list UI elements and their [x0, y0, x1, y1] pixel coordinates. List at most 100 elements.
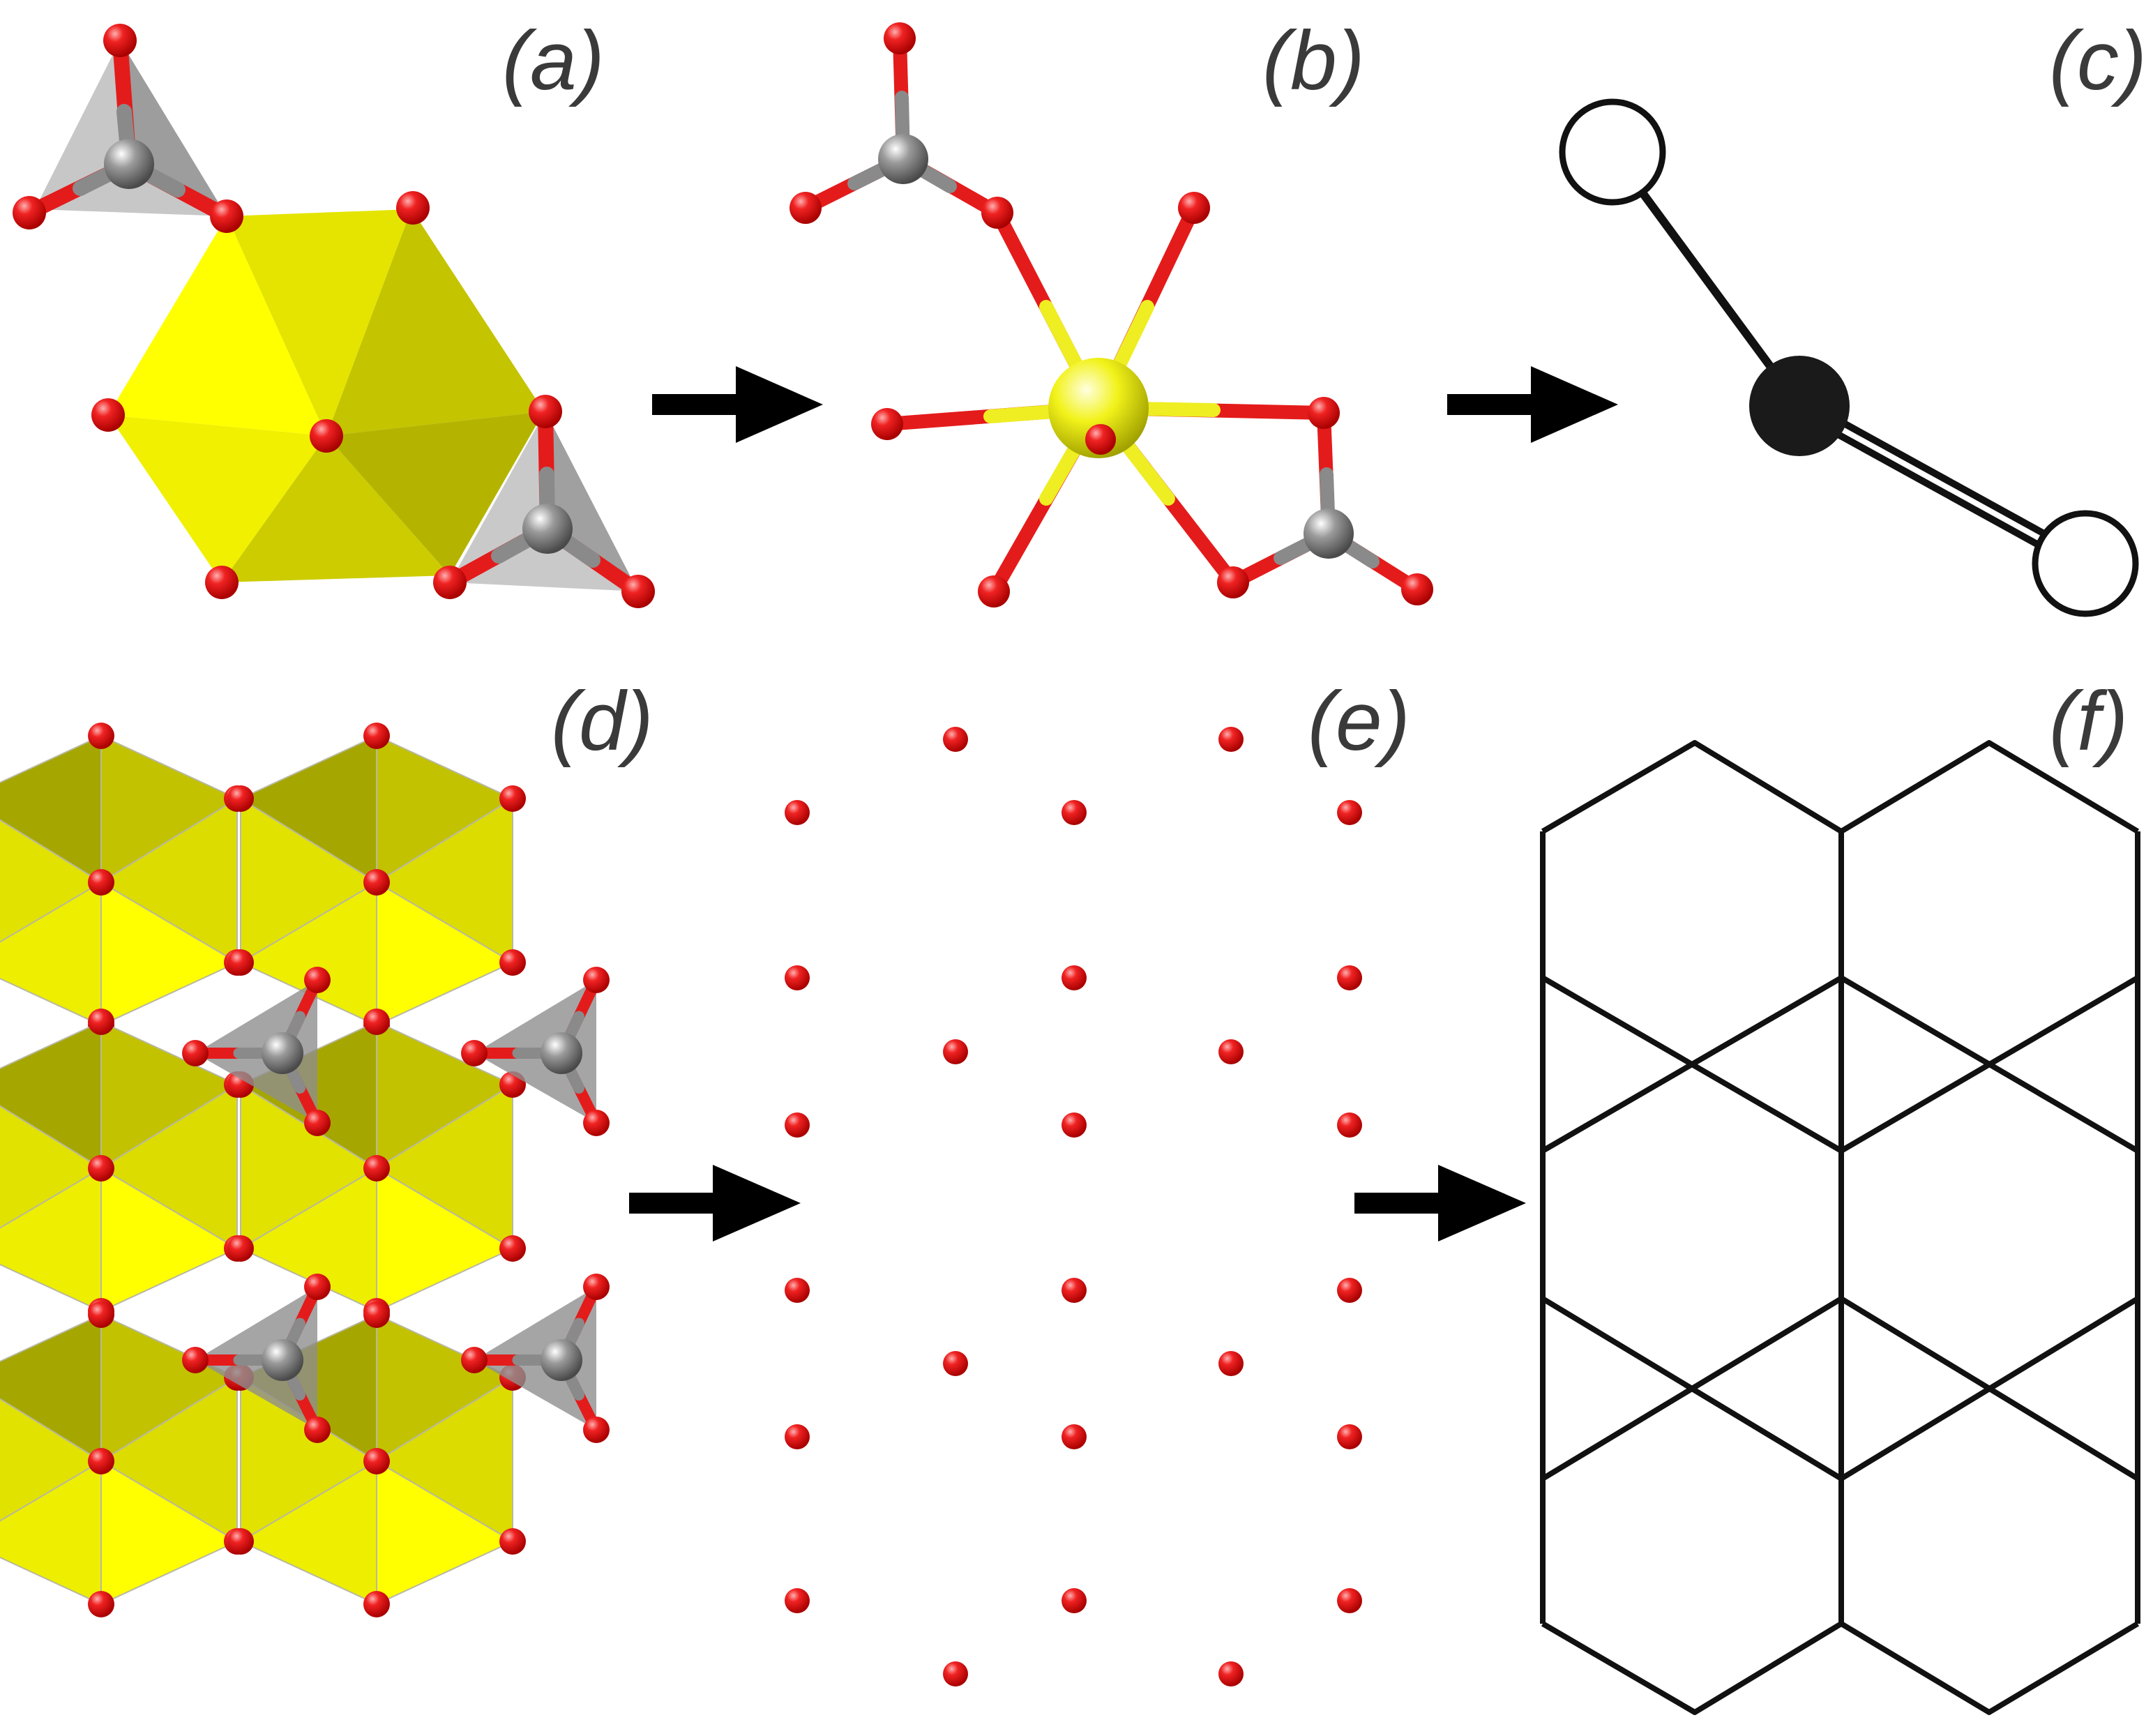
- panel-label-e: (e): [1308, 674, 1410, 768]
- panel-f: [1540, 740, 2140, 1715]
- lattice-point: [1337, 965, 1362, 990]
- lattice-point: [785, 1112, 810, 1138]
- lattice-point: [1062, 965, 1087, 990]
- carbon-atom: [878, 134, 928, 184]
- oxygen-atom: [304, 1417, 331, 1443]
- oxygen-atom: [1085, 424, 1116, 455]
- net-edge: [1541, 1296, 1843, 1481]
- panel-label-d: (d): [551, 674, 654, 768]
- panel-d: [0, 723, 610, 1617]
- oxygen-atom: [227, 1528, 254, 1555]
- oxygen-atom: [103, 24, 137, 57]
- lattice-point: [1337, 1588, 1362, 1613]
- oxygen-atom: [583, 1417, 610, 1443]
- atoms-a: [13, 24, 655, 608]
- lattice-point: [785, 1278, 810, 1303]
- lattice-point: [943, 727, 968, 752]
- oxygen-atom: [227, 785, 254, 812]
- carbon-atom: [104, 139, 154, 189]
- oxygen-atom: [304, 967, 331, 993]
- oxygen-atom: [583, 1110, 610, 1136]
- metal-polyhedron: [0, 1313, 239, 1606]
- oxygen-atom: [88, 869, 114, 896]
- lattice-point: [785, 800, 810, 825]
- polyhedron-face: [0, 1105, 103, 1229]
- panel-b: (b): [790, 14, 1433, 607]
- oxygen-atom: [88, 1155, 114, 1182]
- lattice-point: [1337, 1278, 1362, 1303]
- panel-label-a: (a): [502, 14, 605, 107]
- panel-label-c: (c): [2049, 14, 2147, 107]
- oxygen-atom: [88, 1448, 114, 1474]
- oxygen-atom: [1217, 566, 1249, 598]
- oxygen-atom: [621, 575, 655, 608]
- oxygen-atom: [88, 1591, 114, 1617]
- oxygen-atom: [499, 949, 526, 976]
- oxygen-atom: [88, 1301, 114, 1328]
- panel-label-f: (f): [2049, 674, 2128, 768]
- oxygen-atom: [499, 1235, 526, 1262]
- panel-label-b: (b): [1262, 14, 1365, 107]
- arrow-icon: [652, 366, 823, 443]
- panel-c: (c): [1559, 14, 2147, 617]
- oxygen-atom: [461, 1040, 488, 1066]
- lattice-point: [1337, 1424, 1362, 1449]
- net-edge: [1541, 975, 1843, 1154]
- net-edge: [1541, 1621, 2140, 1715]
- carbon-atom: [522, 504, 573, 554]
- lattice-point: [1218, 1661, 1244, 1686]
- lattice-point: [1062, 1112, 1087, 1138]
- oxygen-atom: [461, 1347, 488, 1373]
- metal-polyhedron: [239, 734, 515, 1027]
- node-open: [1559, 98, 1666, 206]
- lattice-point: [943, 1661, 968, 1686]
- oxygen-atom: [205, 566, 239, 599]
- lattice-point: [1062, 1278, 1087, 1303]
- metal-polyhedron: [0, 734, 239, 1027]
- oxygen-atom: [304, 1274, 331, 1300]
- oxygen-atom: [529, 395, 562, 428]
- oxygen-atom: [210, 199, 243, 233]
- oxygen-atom: [499, 785, 526, 812]
- net-edge: [1839, 1296, 2140, 1481]
- oxygen-atom: [182, 1347, 209, 1373]
- carbon-atom: [262, 1339, 303, 1381]
- arrow-icon: [1447, 366, 1618, 443]
- oxygen-atom: [871, 408, 903, 440]
- lattice-point: [1062, 800, 1087, 825]
- lattice-point: [785, 965, 810, 990]
- lattice-point: [1062, 1588, 1087, 1613]
- oxygen-atom: [583, 1274, 610, 1300]
- oxygen-atom: [1401, 573, 1433, 605]
- net-edge: [1839, 975, 2140, 1154]
- oxygen-atom: [88, 1009, 114, 1035]
- oxygen-atom: [227, 949, 254, 976]
- oxygen-atom: [88, 723, 114, 749]
- lattice-point: [1337, 1112, 1362, 1138]
- oxygen-atom: [13, 196, 46, 229]
- metal-polyhedron-a: [108, 209, 544, 582]
- panel-a: (a): [13, 14, 655, 608]
- lattice-point: [943, 1351, 968, 1376]
- carbon-atom: [541, 1339, 582, 1381]
- bonds-b: [799, 31, 1424, 598]
- oxygen-atom: [363, 1301, 390, 1328]
- carbon-atom: [262, 1032, 303, 1074]
- metal-polyhedron: [239, 1313, 515, 1606]
- lattice-point: [1062, 1424, 1087, 1449]
- polyhedron-face: [0, 819, 103, 943]
- lattice-point: [1218, 1039, 1244, 1064]
- oxygen-atom: [363, 1009, 390, 1035]
- oxygen-atom: [499, 1528, 526, 1555]
- oxygen-atom: [363, 869, 390, 896]
- metal-atom: [1048, 358, 1149, 458]
- oxygen-atom: [433, 566, 467, 599]
- lattice-point: [1218, 1351, 1244, 1376]
- lattice-point: [1218, 727, 1244, 752]
- polyhedron-face: [0, 1398, 103, 1522]
- lattice-point: [943, 1039, 968, 1064]
- oxygen-atom: [884, 22, 916, 54]
- oxygen-atom: [304, 1110, 331, 1136]
- lattice-point: [785, 1588, 810, 1613]
- oxygen-atom: [182, 1040, 209, 1066]
